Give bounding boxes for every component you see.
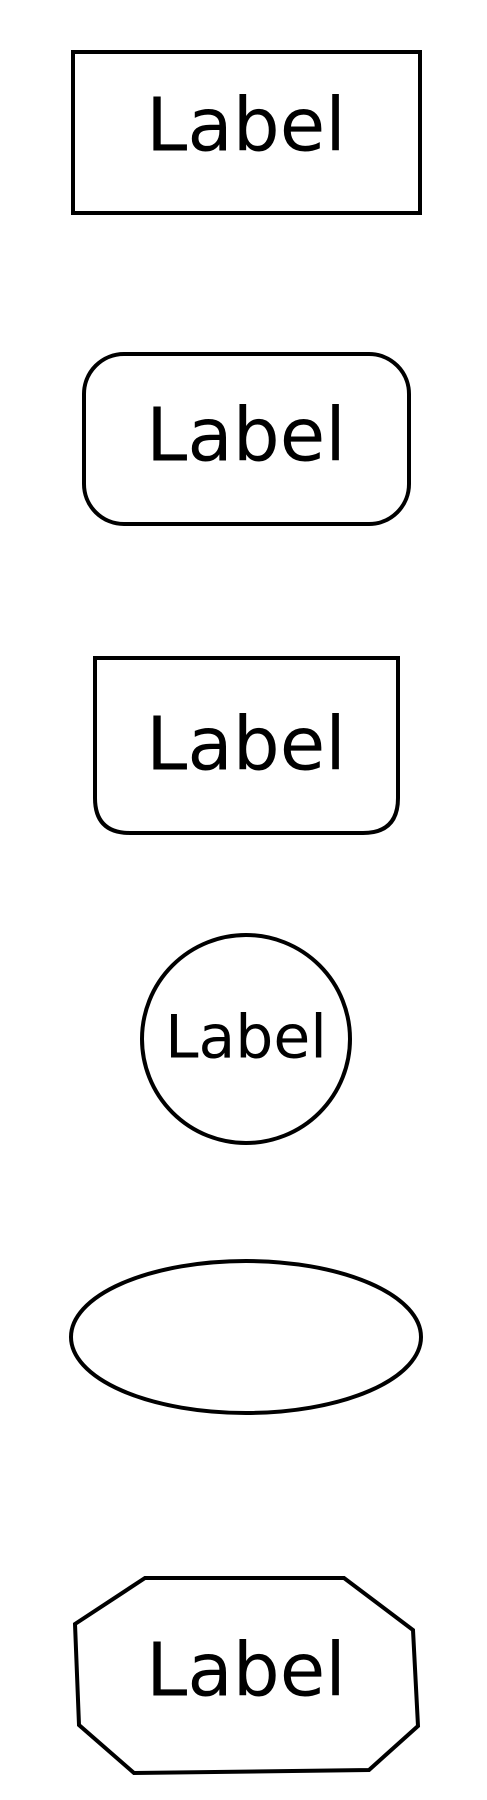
circle-node: Label (140, 933, 352, 1145)
rounded-rectangle-node: Label (82, 352, 411, 526)
octagon-node: Label (72, 1576, 421, 1776)
rectangle-shape (71, 50, 422, 215)
rectangle-node: Label (71, 50, 422, 215)
octagon-label: Label (146, 1628, 346, 1714)
half-rounded-rectangle-shape (93, 656, 400, 835)
rounded-rectangle-label: Label (146, 393, 346, 479)
ellipse-node (69, 1259, 423, 1415)
circle-shape (140, 933, 352, 1145)
octagon-shape (72, 1576, 421, 1776)
rounded-rectangle-shape (82, 352, 411, 526)
ellipse-shape (69, 1259, 423, 1415)
half-rounded-rectangle-node: Label (93, 656, 400, 835)
half-rounded-rectangle-label: Label (146, 702, 346, 788)
rectangle-label: Label (146, 83, 346, 169)
circle-label: Label (165, 1003, 327, 1073)
